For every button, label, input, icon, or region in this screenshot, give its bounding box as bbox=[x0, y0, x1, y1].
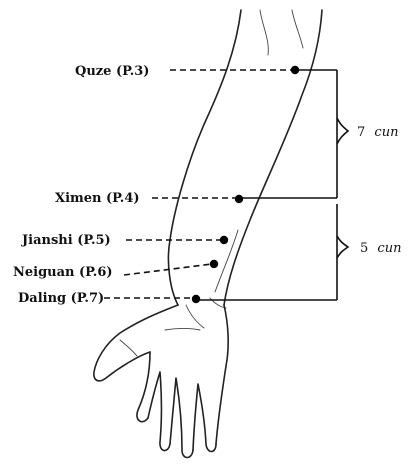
label-neiguan: Neiguan (P.6) bbox=[13, 265, 113, 280]
point-jianshi bbox=[220, 236, 228, 244]
measurement-upper: 7 cun bbox=[357, 125, 398, 140]
point-ximen bbox=[235, 195, 243, 203]
measurement-upper-number: 7 bbox=[357, 125, 365, 140]
label-jianshi: Jianshi (P.5) bbox=[21, 233, 111, 248]
point-daling bbox=[192, 295, 200, 303]
acupoint-markers bbox=[192, 66, 299, 303]
point-quze bbox=[291, 66, 299, 74]
brace-lower bbox=[337, 236, 348, 258]
measurement-upper-unit: cun bbox=[374, 125, 398, 140]
label-quze: Quze (P.3) bbox=[75, 64, 149, 79]
hand-outline bbox=[94, 305, 228, 458]
label-daling: Daling (P.7) bbox=[18, 291, 104, 306]
measurement-lines bbox=[197, 70, 348, 300]
measurement-lower-unit: cun bbox=[377, 241, 401, 256]
measurement-lower-number: 5 bbox=[360, 241, 368, 256]
label-ximen: Ximen (P.4) bbox=[55, 191, 140, 206]
brace-upper bbox=[337, 118, 348, 144]
forearm-outline bbox=[168, 10, 322, 308]
measurement-lower: 5 cun bbox=[360, 241, 401, 256]
measurement-labels: 7 cun 5 cun bbox=[357, 125, 401, 256]
point-labels: Quze (P.3) Ximen (P.4) Jianshi (P.5) Nei… bbox=[13, 64, 149, 306]
point-neiguan bbox=[210, 260, 218, 268]
